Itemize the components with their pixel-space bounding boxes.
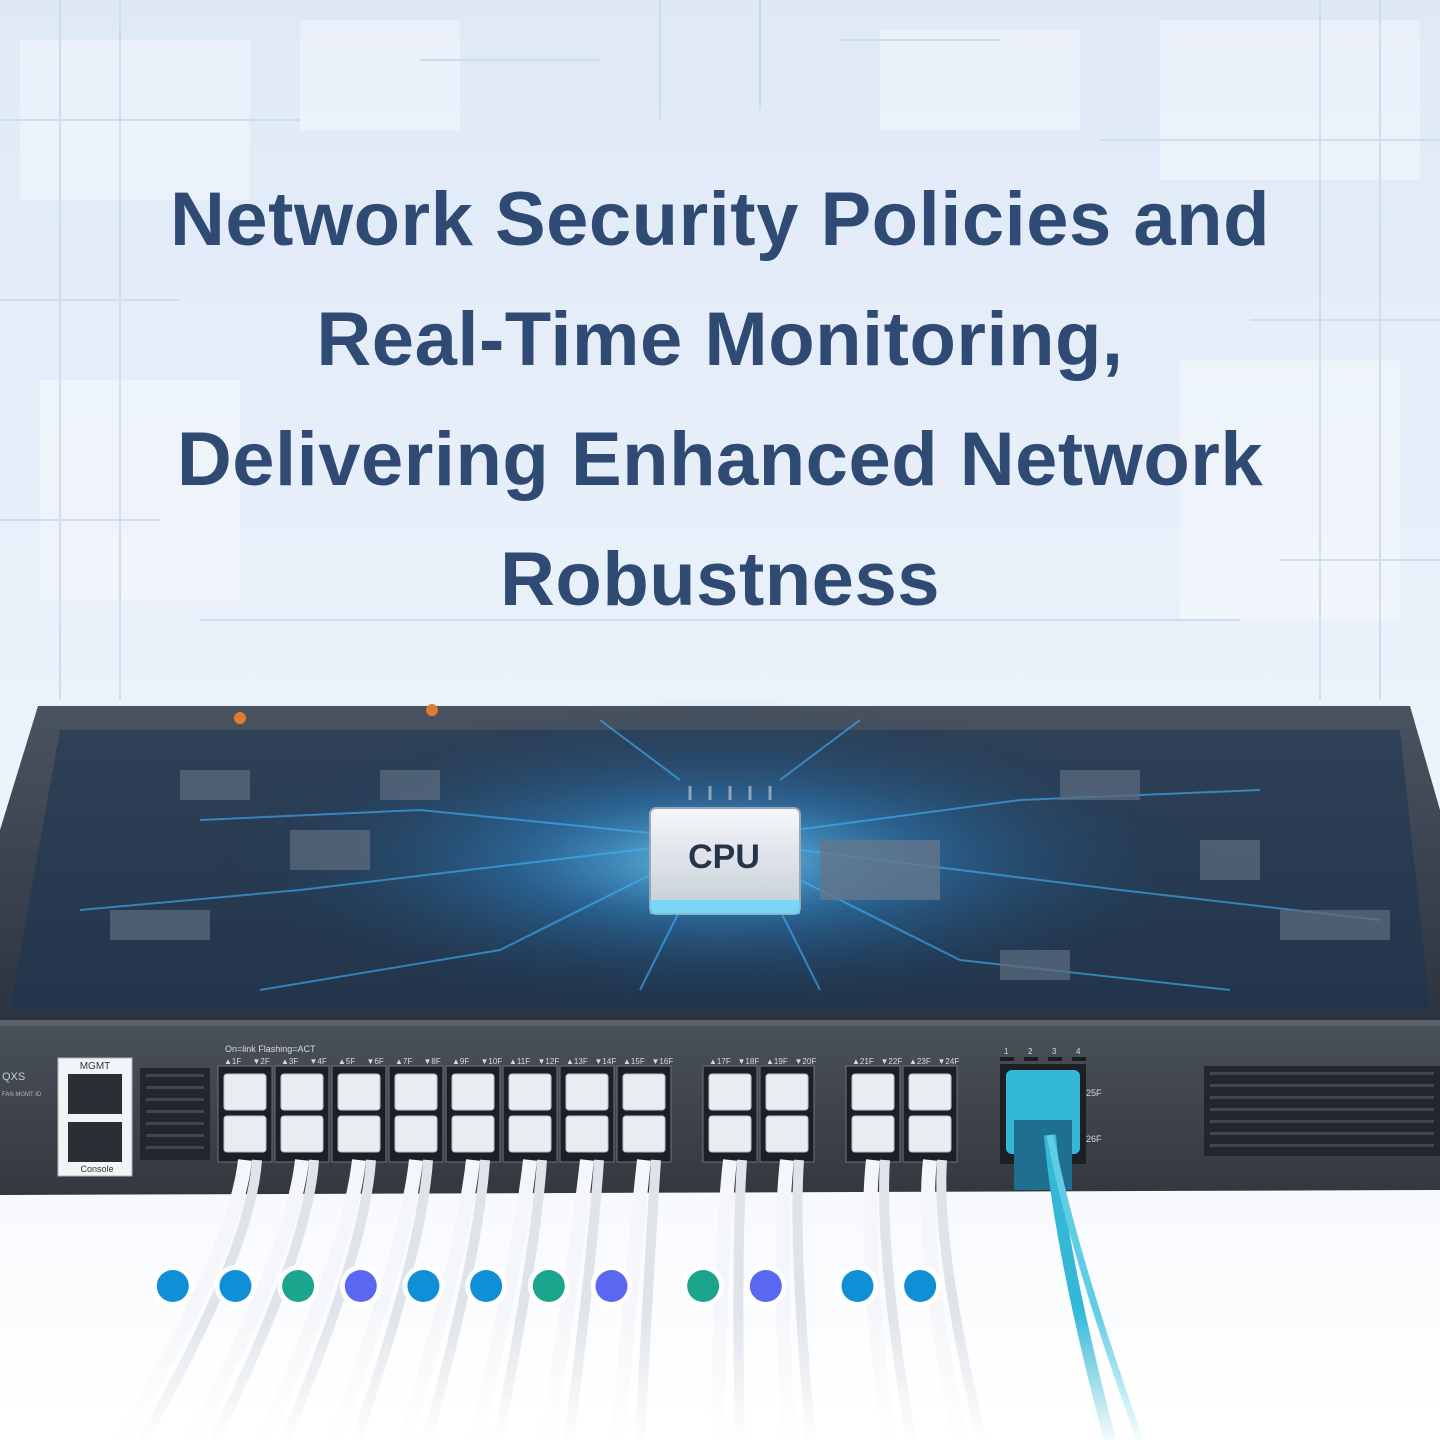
lc-connector[interactable] <box>223 1073 267 1111</box>
port-number-label: ▲13F <box>566 1057 588 1066</box>
cable-marker-teal <box>282 1270 315 1302</box>
lc-connector[interactable] <box>565 1073 609 1111</box>
cable-marker-blue <box>219 1270 252 1302</box>
lc-connector[interactable] <box>394 1073 438 1111</box>
uplink-number-label: 3 <box>1052 1047 1057 1056</box>
port-number-label: ▼24F <box>938 1057 960 1066</box>
cable-marker-blue <box>841 1270 874 1302</box>
port-number-label: ▲1F <box>224 1057 241 1066</box>
port-number-label: ▲9F <box>452 1057 469 1066</box>
port-number-label: ▲7F <box>395 1057 412 1066</box>
port-number-label: ▼6F <box>367 1057 384 1066</box>
headline-line-1: Network Security Policies and <box>170 177 1270 262</box>
mgmt-port-label: MGMT <box>80 1061 111 1072</box>
port-number-label: ▼8F <box>424 1057 441 1066</box>
console-port[interactable] <box>68 1122 122 1162</box>
port-number-label: ▲23F <box>909 1057 931 1066</box>
port-number-label: ▼16F <box>652 1057 674 1066</box>
uplink-number-label: 4 <box>1076 1047 1081 1056</box>
lc-connector[interactable] <box>908 1115 952 1153</box>
port-number-label: ▲17F <box>709 1057 731 1066</box>
lc-connector[interactable] <box>908 1073 952 1111</box>
cable-marker-blue <box>156 1270 189 1302</box>
mgmt-port[interactable] <box>68 1074 122 1114</box>
port-number-label: ▼18F <box>738 1057 760 1066</box>
lc-connector[interactable] <box>337 1115 381 1153</box>
left-vent <box>140 1068 210 1160</box>
lc-connector[interactable] <box>708 1115 752 1153</box>
port-number-label: ▼12F <box>538 1057 560 1066</box>
lc-connector[interactable] <box>394 1115 438 1153</box>
background-circuit-grid <box>0 0 1440 700</box>
lc-connector[interactable] <box>451 1073 495 1111</box>
cpu-chip: CPU <box>649 786 940 915</box>
lc-connector[interactable] <box>280 1115 324 1153</box>
port-number-label: ▲15F <box>623 1057 645 1066</box>
uplink-number-label: 2 <box>1028 1047 1033 1056</box>
uplink-led <box>1048 1057 1062 1061</box>
headline-line-2: Real-Time Monitoring, <box>316 297 1124 382</box>
cable-marker-blue <box>407 1270 440 1302</box>
cable-marker-blue <box>904 1270 937 1302</box>
lc-connector[interactable] <box>565 1115 609 1153</box>
model-label: QXS <box>2 1071 25 1083</box>
port-number-label: ▼20F <box>795 1057 817 1066</box>
uplink-led <box>1072 1057 1086 1061</box>
uplink-port-25f-label: 25F <box>1086 1088 1102 1098</box>
port-number-label: ▲11F <box>509 1057 530 1066</box>
uplink-number-label: 1 <box>1004 1047 1009 1056</box>
lc-connector[interactable] <box>508 1115 552 1153</box>
headline: Network Security Policies and Real-Time … <box>60 160 1380 640</box>
lc-connector[interactable] <box>765 1115 809 1153</box>
port-number-label: ▲5F <box>338 1057 355 1066</box>
console-port-label: Console <box>80 1164 113 1174</box>
cpu-label: CPU <box>688 838 760 876</box>
port-number-label: ▼22F <box>881 1057 903 1066</box>
port-number-label: ▼14F <box>595 1057 617 1066</box>
uplink-led <box>1000 1057 1014 1061</box>
port-number-label: ▼10F <box>481 1057 503 1066</box>
network-switch-illustration: CPU QXS FAN MGMT ID MGMT Console On=link… <box>0 700 1440 1440</box>
led-legend: On=link Flashing=ACT <box>225 1044 316 1054</box>
lc-connector[interactable] <box>622 1073 666 1111</box>
port-number-label: ▼4F <box>310 1057 327 1066</box>
lc-connector[interactable] <box>337 1073 381 1111</box>
cable-marker-violet <box>749 1270 782 1302</box>
lc-connector[interactable] <box>508 1073 552 1111</box>
status-led-labels: FAN MGMT ID <box>2 1092 42 1098</box>
lc-connector[interactable] <box>851 1115 895 1153</box>
headline-line-4: Robustness <box>500 537 940 622</box>
lc-connector[interactable] <box>280 1073 324 1111</box>
cable-marker-violet <box>344 1270 377 1302</box>
lc-connector[interactable] <box>622 1115 666 1153</box>
lc-connector[interactable] <box>451 1115 495 1153</box>
port-number-label: ▲3F <box>281 1057 298 1066</box>
lc-connector[interactable] <box>765 1073 809 1111</box>
port-number-label: ▼2F <box>253 1057 270 1066</box>
uplink-led <box>1024 1057 1038 1061</box>
cable-marker-teal <box>687 1270 720 1302</box>
lc-connector[interactable] <box>708 1073 752 1111</box>
cable-marker-teal <box>532 1270 565 1302</box>
headline-line-3: Delivering Enhanced Network <box>176 417 1264 502</box>
uplink-port-26f-label: 26F <box>1086 1134 1102 1144</box>
port-number-label: ▲19F <box>766 1057 788 1066</box>
port-number-label: ▲21F <box>852 1057 874 1066</box>
lc-connector[interactable] <box>223 1115 267 1153</box>
cable-marker-blue <box>470 1270 503 1302</box>
cable-marker-violet <box>595 1270 628 1302</box>
lc-connector[interactable] <box>851 1073 895 1111</box>
sfp-port-groups: ▲1F ▼2F ▲3F ▼4F ▲5F ▼6F ▲7F ▼8F ▲9F ▼10F ▲11F ▼12F ▲… <box>217 1057 960 1163</box>
